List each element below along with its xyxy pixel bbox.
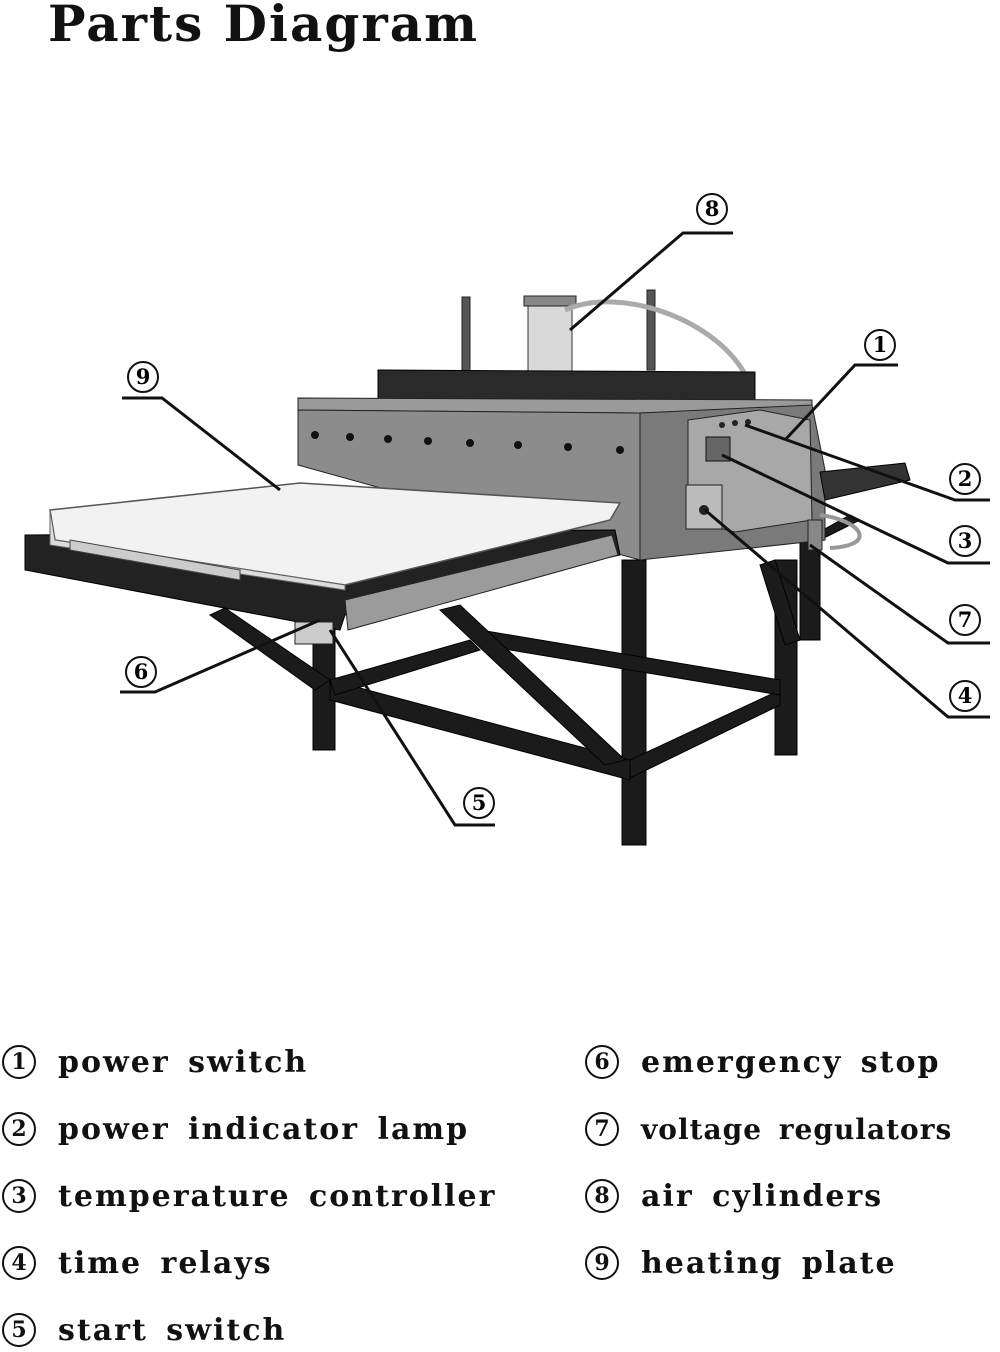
svg-text:9: 9 (136, 364, 151, 389)
legend-number: 7 (585, 1112, 619, 1146)
legend-label: heating plate (641, 1246, 897, 1281)
control-box (686, 410, 812, 532)
callout-9: 9 (128, 362, 158, 392)
callout-7: 7 (950, 605, 980, 635)
svg-text:5: 5 (472, 790, 487, 815)
svg-text:3: 3 (958, 528, 973, 553)
legend-number: 6 (585, 1045, 619, 1079)
legend-number: 4 (2, 1246, 36, 1280)
legend-item-7: 7 voltage regulators (585, 1107, 952, 1151)
svg-text:6: 6 (134, 659, 149, 684)
legend-number: 2 (2, 1112, 36, 1146)
callout-6: 6 (126, 657, 156, 687)
legend-number: 1 (2, 1045, 36, 1079)
heat-press-machine-illustration: 8 1 9 2 3 7 6 4 (0, 0, 1000, 1000)
svg-text:2: 2 (958, 466, 973, 491)
legend-label: emergency stop (641, 1045, 940, 1080)
legend-item-4: 4 time relays (2, 1241, 273, 1285)
callout-3: 3 (950, 526, 980, 556)
svg-text:7: 7 (958, 607, 973, 632)
callout-5: 5 (464, 788, 494, 818)
callout-1: 1 (865, 330, 895, 360)
legend-label: power indicator lamp (58, 1112, 469, 1147)
legend-item-2: 2 power indicator lamp (2, 1107, 469, 1151)
legend-label: air cylinders (641, 1179, 883, 1214)
legend-label: temperature controller (58, 1179, 496, 1214)
legend-number: 9 (585, 1246, 619, 1280)
legend-number: 3 (2, 1179, 36, 1213)
svg-text:8: 8 (705, 196, 720, 221)
legend-label: voltage regulators (641, 1113, 952, 1146)
legend-label: start switch (58, 1313, 286, 1348)
svg-text:1: 1 (873, 332, 888, 357)
legend-number: 8 (585, 1179, 619, 1213)
legend-item-3: 3 temperature controller (2, 1174, 496, 1218)
legend-label: time relays (58, 1246, 273, 1281)
callout-2: 2 (950, 464, 980, 494)
legend-label: power switch (58, 1045, 308, 1080)
heating-plate (25, 483, 620, 644)
legend-item-1: 1 power switch (2, 1040, 308, 1084)
legend-item-8: 8 air cylinders (585, 1174, 883, 1218)
callout-4: 4 (950, 681, 980, 711)
legend-item-6: 6 emergency stop (585, 1040, 940, 1084)
legend-number: 5 (2, 1313, 36, 1347)
callout-8: 8 (697, 194, 727, 224)
legend-item-5: 5 start switch (2, 1308, 286, 1352)
svg-text:4: 4 (958, 683, 973, 708)
legend-item-9: 9 heating plate (585, 1241, 897, 1285)
